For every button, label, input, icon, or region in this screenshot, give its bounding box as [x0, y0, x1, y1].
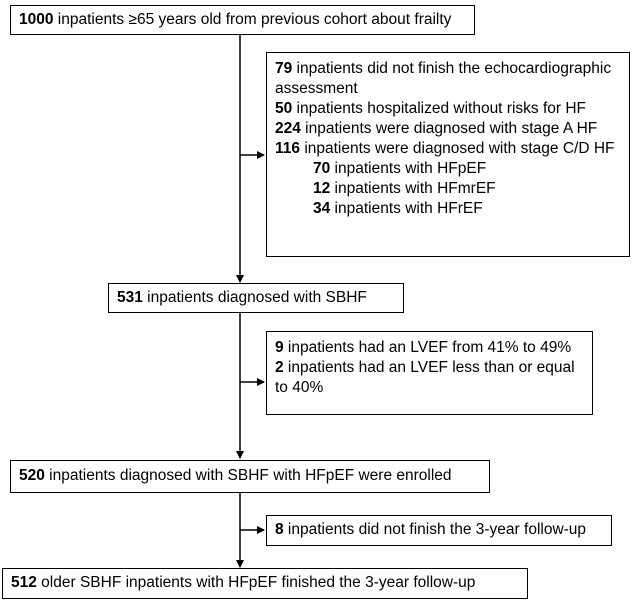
description: inpatients were diagnosed with stage C/D…	[300, 140, 615, 157]
exclusion-item: 224 inpatients were diagnosed with stage…	[275, 119, 621, 139]
count: 116	[275, 140, 301, 157]
description: inpatients did not finish the 3-year fol…	[283, 521, 587, 538]
count: 50	[275, 100, 293, 117]
exclusion-box-1: 79 inpatients did not finish the echocar…	[266, 52, 630, 257]
final-box: 512 older SBHF inpatients with HFpEF fin…	[2, 568, 528, 599]
sbhf-box: 531 inpatients diagnosed with SBHF	[108, 283, 404, 313]
description: inpatients ≥65 years old from previous c…	[53, 11, 452, 28]
description: inpatients had an LVEF from 41% to 49%	[283, 339, 572, 356]
count: 12	[313, 180, 331, 197]
count: 2	[275, 359, 284, 376]
count: 8	[275, 521, 284, 538]
count: 70	[313, 160, 331, 177]
description: inpatients diagnosed with SBHF	[142, 289, 367, 306]
count: 34	[313, 200, 331, 217]
start-cohort-box: 1000 inpatients ≥65 years old from previ…	[10, 5, 475, 35]
exclusion-item: 79 inpatients did not finish the echocar…	[275, 59, 621, 99]
description: inpatients had an LVEF less than or equa…	[275, 359, 575, 396]
exclusion-subitem: 34 inpatients with HFrEF	[275, 199, 621, 219]
exclusion-item: 2 inpatients had an LVEF less than or eq…	[275, 358, 584, 398]
exclusion-item: 50 inpatients hospitalized without risks…	[275, 99, 621, 119]
count: 520	[19, 467, 45, 484]
description: inpatients were diagnosed with stage A H…	[300, 120, 598, 137]
enrolled-box: 520 inpatients diagnosed with SBHF with …	[10, 460, 490, 493]
final-label: 512 older SBHF inpatients with HFpEF fin…	[11, 573, 519, 593]
count: 9	[275, 339, 284, 356]
description: inpatients with HFmrEF	[330, 180, 496, 197]
exclusion-item: 9 inpatients had an LVEF from 41% to 49%	[275, 338, 584, 358]
start-cohort-label: 1000 inpatients ≥65 years old from previ…	[19, 10, 466, 30]
count: 512	[11, 574, 37, 591]
description: inpatients with HFrEF	[330, 200, 483, 217]
count: 79	[275, 60, 293, 77]
exclusion-box-3: 8 inpatients did not finish the 3-year f…	[266, 515, 612, 546]
description: inpatients hospitalized without risks fo…	[292, 100, 587, 117]
enrolled-label: 520 inpatients diagnosed with SBHF with …	[19, 466, 481, 486]
sbhf-label: 531 inpatients diagnosed with SBHF	[117, 288, 395, 308]
exclusion-subitem: 12 inpatients with HFmrEF	[275, 179, 621, 199]
count: 531	[117, 289, 143, 306]
description: inpatients did not finish the echocardio…	[275, 60, 612, 97]
description: inpatients diagnosed with SBHF with HFpE…	[44, 467, 452, 484]
exclusion-subitem: 70 inpatients with HFpEF	[275, 159, 621, 179]
count: 224	[275, 120, 301, 137]
description: inpatients with HFpEF	[330, 160, 487, 177]
exclusion-item: 8 inpatients did not finish the 3-year f…	[275, 520, 603, 540]
count: 1000	[19, 11, 54, 28]
description: older SBHF inpatients with HFpEF finishe…	[36, 574, 476, 591]
exclusion-box-2: 9 inpatients had an LVEF from 41% to 49%…	[266, 331, 593, 415]
exclusion-item: 116 inpatients were diagnosed with stage…	[275, 139, 621, 159]
